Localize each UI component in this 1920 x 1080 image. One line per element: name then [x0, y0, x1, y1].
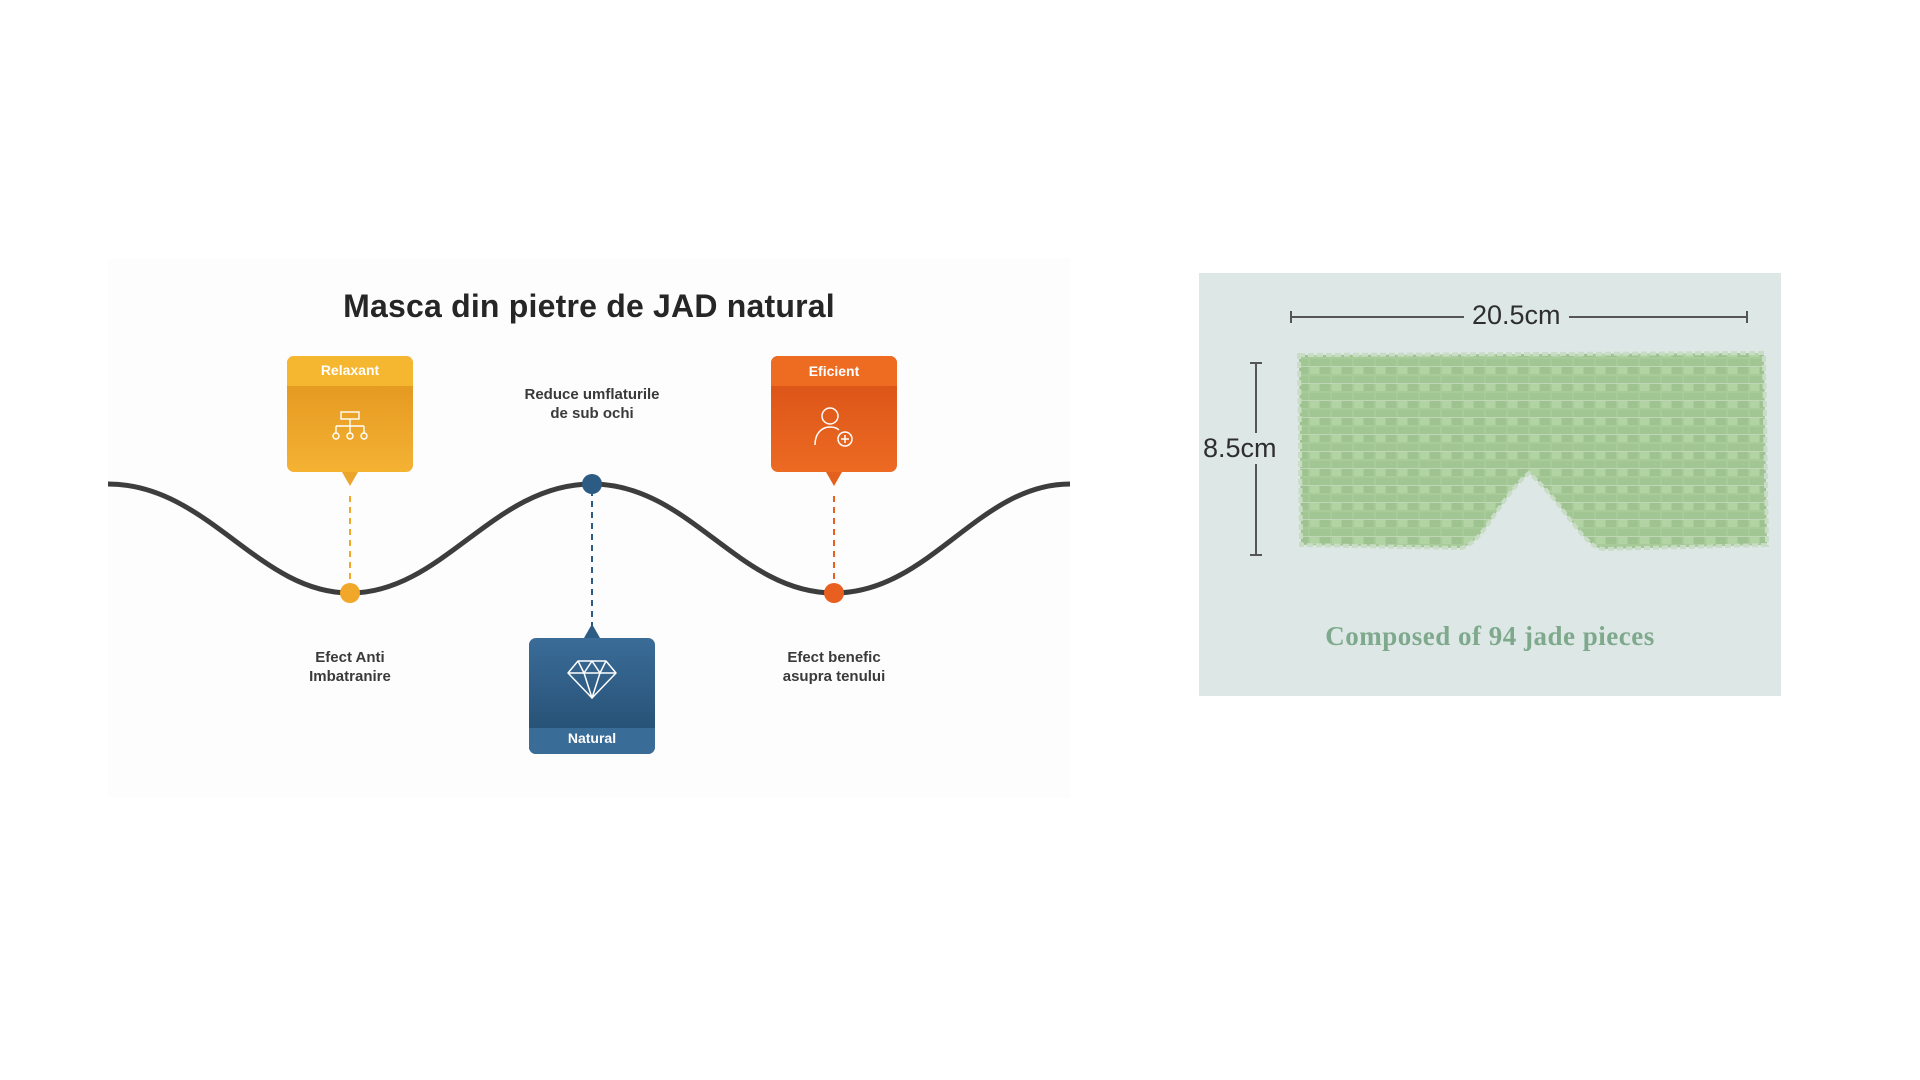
- wave-curve: [108, 481, 1070, 596]
- pin-label-natural: Natural: [567, 730, 617, 746]
- dot-relaxant: [340, 583, 360, 603]
- caption-line: Imbatranire: [309, 668, 391, 685]
- dot-eficient: [824, 583, 844, 603]
- height-label: 8.5cm: [1199, 433, 1281, 464]
- pin-label-eficient: Eficient: [808, 363, 860, 379]
- caption-line: Efect benefic: [787, 649, 881, 666]
- pin-label-relaxant: Relaxant: [320, 362, 380, 378]
- diagram-title: Masca din pietre de JAD natural: [343, 288, 835, 324]
- pin-eficient: [771, 356, 897, 486]
- photo-caption: Composed of 94 jade pieces: [1325, 621, 1655, 651]
- caption-efect-anti-imbatranire: Efect Anti Imbatranire: [250, 648, 450, 686]
- caption-line: Reduce umflaturile: [524, 386, 660, 403]
- wave-diagram-graphic: [108, 356, 1070, 754]
- jade-mask-graphic: [1250, 311, 1770, 556]
- pin-relaxant: [287, 356, 413, 486]
- width-label: 20.5cm: [1464, 300, 1569, 331]
- caption-line: de sub ochi: [550, 405, 634, 422]
- jade-mask-shape: [1296, 350, 1770, 552]
- caption-efect-benefic: Efect benefic asupra tenului: [734, 648, 934, 686]
- caption-line: Efect Anti: [315, 649, 385, 666]
- benefits-diagram: Masca din pietre de JAD natural Relaxant…: [108, 258, 1070, 798]
- caption-reduce-umflaturile: Reduce umflaturile de sub ochi: [492, 385, 692, 423]
- pin-natural: [529, 624, 655, 754]
- jade-mask-photo: 20.5cm 8.5cm Composed of 94 jade pieces: [1199, 273, 1781, 696]
- dot-natural: [582, 474, 602, 494]
- user-add-icon: [814, 407, 853, 447]
- diamond-icon: [567, 660, 617, 699]
- hierarchy-icon: [332, 411, 368, 440]
- caption-line: asupra tenului: [782, 668, 886, 685]
